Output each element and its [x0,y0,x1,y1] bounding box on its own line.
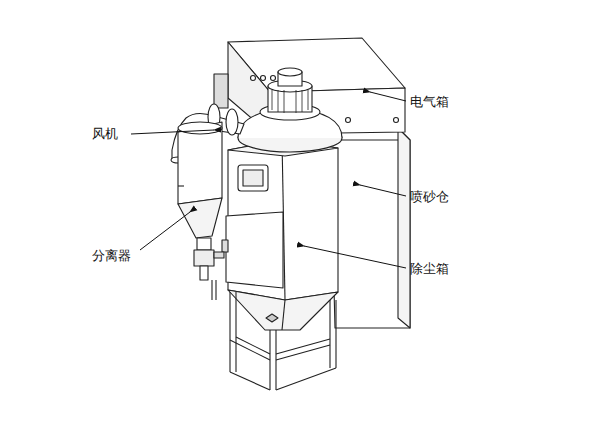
leader-line [131,130,214,134]
leader-line [360,185,406,196]
leader-line [370,92,406,101]
part-label: 分离器 [92,248,131,264]
part-label: 电气箱 [410,94,449,110]
part-label: 除尘箱 [410,261,449,277]
leader-line [304,246,406,268]
part-label: 喷砂仓 [410,189,449,205]
part-label: 风机 [92,126,118,142]
leader-line [140,212,190,250]
